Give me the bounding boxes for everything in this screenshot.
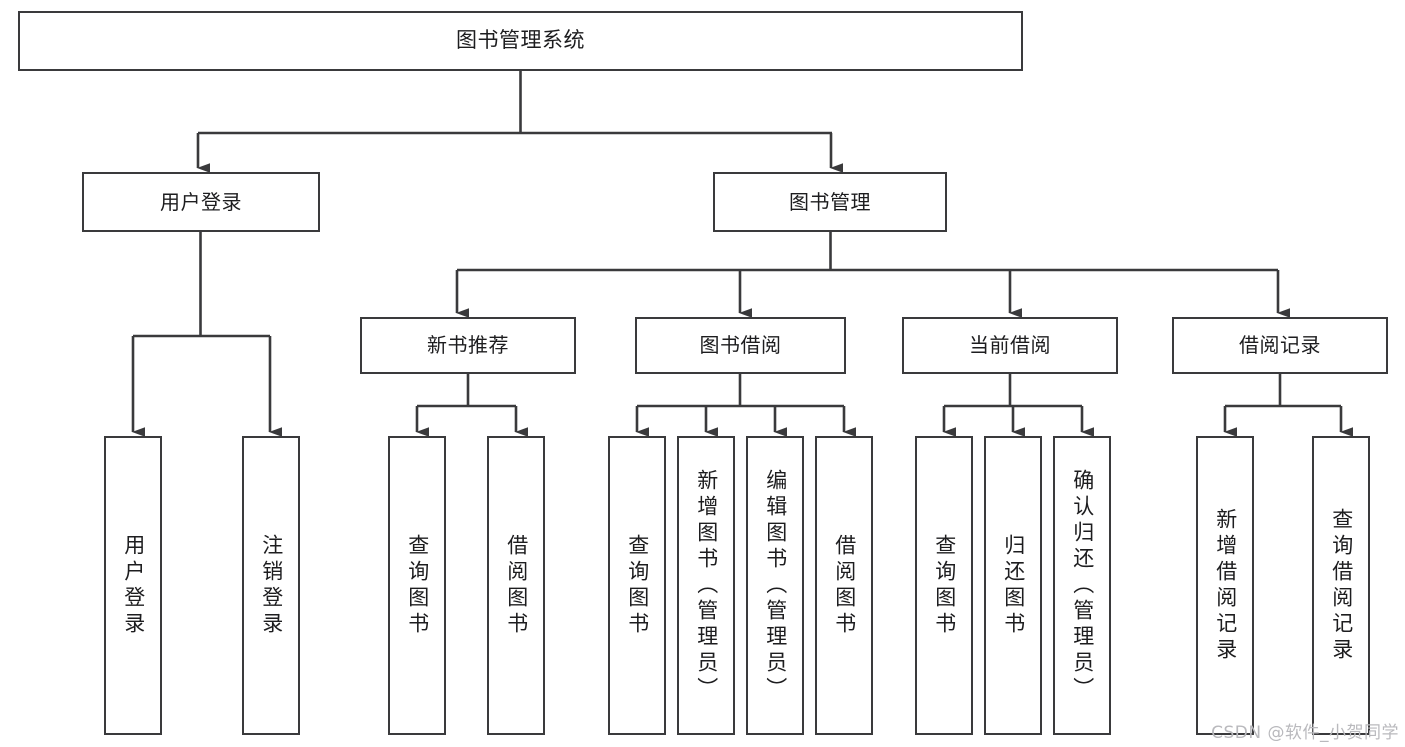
node-br-add-record-label: 新增借阅记录 <box>1213 507 1238 664</box>
node-nbr-borrow-book[interactable]: 借阅图书 <box>487 436 545 735</box>
node-current-borrow-label: 当前借阅 <box>969 333 1051 358</box>
node-bb-edit-book-label: 编辑图书（管理员） <box>763 468 788 703</box>
node-borrow-record[interactable]: 借阅记录 <box>1172 317 1388 374</box>
node-bb-query-book[interactable]: 查询图书 <box>608 436 666 735</box>
node-book-manage[interactable]: 图书管理 <box>713 172 947 232</box>
node-bb-query-book-label: 查询图书 <box>625 533 650 638</box>
node-bb-add-book[interactable]: 新增图书（管理员） <box>677 436 735 735</box>
node-book-borrow[interactable]: 图书借阅 <box>635 317 846 374</box>
node-root-label: 图书管理系统 <box>456 28 585 53</box>
node-bb-borrow-book-label: 借阅图书 <box>832 533 857 638</box>
node-cb-query-book[interactable]: 查询图书 <box>915 436 973 735</box>
node-nbr-borrow-book-label: 借阅图书 <box>504 533 529 638</box>
node-br-add-record[interactable]: 新增借阅记录 <box>1196 436 1254 735</box>
watermark: CSDN @软件_小贺同学 <box>1211 723 1399 743</box>
node-new-book-recommend[interactable]: 新书推荐 <box>360 317 576 374</box>
node-br-query-record[interactable]: 查询借阅记录 <box>1312 436 1370 735</box>
node-bb-edit-book[interactable]: 编辑图书（管理员） <box>746 436 804 735</box>
node-user-logout-label: 注销登录 <box>259 533 284 638</box>
node-br-query-record-label: 查询借阅记录 <box>1329 507 1354 664</box>
node-user-login[interactable]: 用户登录 <box>82 172 320 232</box>
node-root[interactable]: 图书管理系统 <box>18 11 1023 71</box>
node-book-manage-label: 图书管理 <box>789 189 871 214</box>
node-user-login-do[interactable]: 用户登录 <box>104 436 162 735</box>
node-cb-confirm-return[interactable]: 确认归还（管理员） <box>1053 436 1111 735</box>
node-nbr-query-book-label: 查询图书 <box>405 533 430 638</box>
node-nbr-query-book[interactable]: 查询图书 <box>388 436 446 735</box>
node-cb-return-book[interactable]: 归还图书 <box>984 436 1042 735</box>
node-cb-query-book-label: 查询图书 <box>932 533 957 638</box>
node-book-borrow-label: 图书借阅 <box>699 333 782 358</box>
node-new-book-recommend-label: 新书推荐 <box>427 333 509 358</box>
node-bb-borrow-book[interactable]: 借阅图书 <box>815 436 873 735</box>
node-current-borrow[interactable]: 当前借阅 <box>902 317 1118 374</box>
node-cb-return-book-label: 归还图书 <box>1001 533 1026 638</box>
node-user-login-do-label: 用户登录 <box>121 533 146 638</box>
node-user-login-label: 用户登录 <box>160 189 242 214</box>
node-borrow-record-label: 借阅记录 <box>1239 333 1321 358</box>
node-bb-add-book-label: 新增图书（管理员） <box>694 468 719 703</box>
node-user-logout[interactable]: 注销登录 <box>242 436 300 735</box>
node-cb-confirm-return-label: 确认归还（管理员） <box>1070 468 1095 703</box>
